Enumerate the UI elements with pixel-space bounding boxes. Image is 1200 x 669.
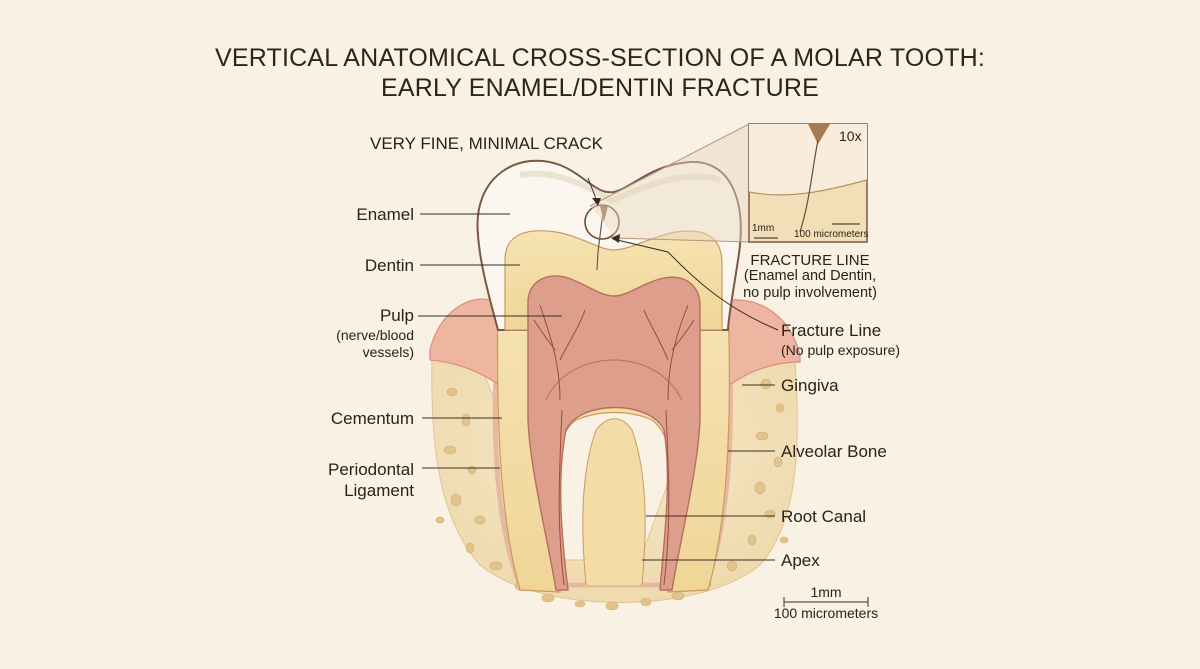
title-line-2: EARLY ENAMEL/DENTIN FRACTURE bbox=[380, 74, 820, 102]
inset-scale-left: 1mm bbox=[752, 223, 775, 234]
label-pdl-2: Ligament bbox=[344, 481, 414, 500]
label-root-canal: Root Canal bbox=[781, 507, 867, 526]
pulp-chamber bbox=[527, 275, 701, 591]
label-fracture-line: Fracture Line bbox=[781, 321, 882, 340]
title-line-1: VERTICAL ANATOMICAL CROSS-SECTION OF A M… bbox=[214, 44, 986, 72]
scale-top: 1mm bbox=[810, 584, 842, 600]
label-gingiva: Gingiva bbox=[781, 376, 839, 395]
label-pulp-sub-1: (nerve/blood bbox=[336, 327, 414, 343]
inset-caption-2: (Enamel and Dentin, bbox=[743, 268, 877, 284]
label-fracture-sub: (No pulp exposure) bbox=[781, 342, 901, 358]
label-apex: Apex bbox=[781, 551, 820, 570]
label-dentin: Dentin bbox=[364, 256, 414, 275]
label-enamel: Enamel bbox=[356, 205, 414, 224]
nerve-branches bbox=[533, 304, 695, 586]
label-pulp: Pulp bbox=[379, 306, 414, 325]
magnifier-circle bbox=[584, 204, 620, 240]
inset-caption-3: no pulp involvement) bbox=[743, 285, 877, 301]
label-alveolar-bone: Alveolar Bone bbox=[781, 442, 887, 461]
inset-magnification: 10x bbox=[839, 128, 862, 144]
label-pdl-1: Periodontal bbox=[327, 460, 414, 479]
label-pulp-sub-2: vessels) bbox=[362, 344, 414, 360]
inset-scale-right: 100 micrometers bbox=[794, 229, 869, 240]
label-crack: VERY FINE, MINIMAL CRACK bbox=[370, 134, 604, 153]
scale-bottom: 100 micrometers bbox=[773, 605, 879, 621]
magnified-inset bbox=[748, 123, 868, 243]
label-cementum: Cementum bbox=[330, 409, 414, 428]
inset-caption-1: FRACTURE LINE bbox=[750, 252, 870, 269]
